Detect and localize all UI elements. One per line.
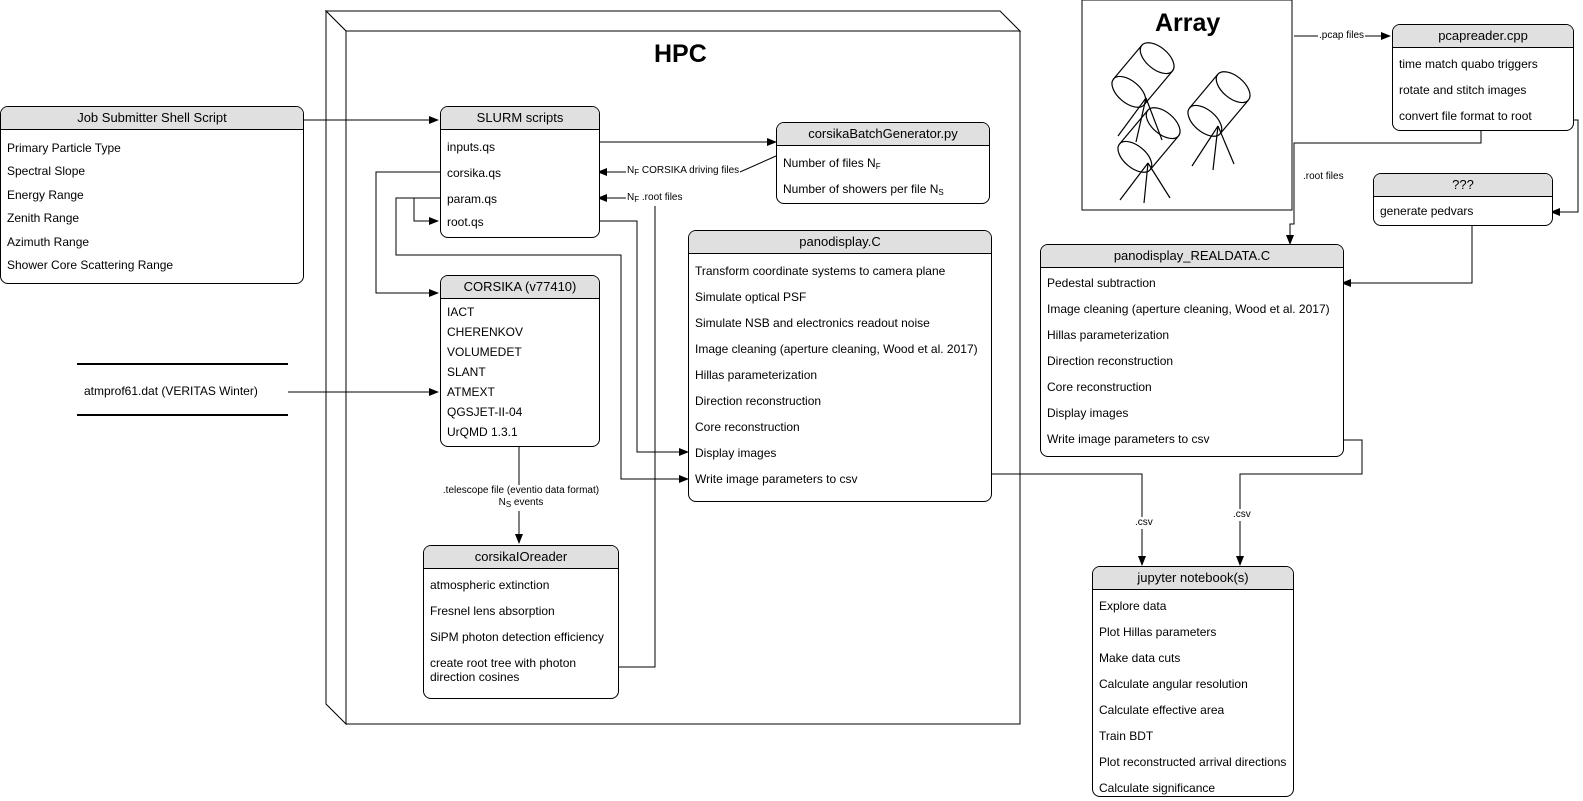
corsika-box[interactable]: CORSIKA (v77410) IACT CHERENKOV VOLUMEDE… — [440, 275, 600, 447]
job-submitter-item: Zenith Range — [7, 211, 80, 225]
edge-pcap-to-realdata — [1286, 129, 1482, 245]
jupyter-item: Calculate effective area — [1099, 703, 1225, 717]
panodisplay-item: Simulate optical PSF — [695, 290, 807, 304]
panodisplay-item: Simulate NSB and electronics readout noi… — [695, 316, 930, 330]
pcapreader-item: convert file format to root — [1399, 109, 1532, 123]
realdata-item: Write image parameters to csv — [1047, 432, 1210, 446]
slurm-title: SLURM scripts — [441, 107, 599, 130]
edge-realdata-to-jupyter — [1236, 439, 1363, 566]
realdata-title: panodisplay_REALDATA.C — [1041, 245, 1343, 268]
pcapreader-box[interactable]: pcapreader.cpp time match quabo triggers… — [1392, 24, 1574, 131]
corsika-item: UrQMD 1.3.1 — [447, 425, 518, 439]
job-submitter-item: Shower Core Scattering Range — [7, 258, 174, 272]
io-reader-item: Fresnel lens absorption — [430, 604, 555, 618]
job-submitter-box[interactable]: Job Submitter Shell Script Primary Parti… — [0, 106, 304, 284]
panodisplay-box[interactable]: panodisplay.C Transform coordinate syste… — [688, 230, 992, 502]
pcapreader-title: pcapreader.cpp — [1393, 25, 1573, 48]
realdata-item: Hillas parameterization — [1047, 328, 1170, 342]
edge-unknown-to-realdata — [1341, 224, 1473, 287]
edge-label-pcap-files: .pcap files — [1318, 30, 1366, 42]
panodisplay-item: Image cleaning (aperture cleaning, Wood … — [695, 342, 978, 356]
io-reader-item: atmospheric extinction — [430, 578, 550, 592]
telescope-icon — [1111, 42, 1175, 143]
panodisplay-title: panodisplay.C — [689, 231, 991, 254]
corsika-item: IACT — [447, 305, 475, 319]
panodisplay-item: Write image parameters to csv — [695, 472, 858, 486]
jupyter-item: Plot Hillas parameters — [1099, 625, 1217, 639]
edge-label-telescope-line2: NS events — [498, 497, 544, 509]
edge-label-telescope: .telescope file (eventio data format) NS… — [436, 485, 606, 511]
edge-paramqs-to-write-csv — [395, 197, 689, 483]
panodisplay-item: Direction reconstruction — [695, 394, 822, 408]
jupyter-item: Train BDT — [1099, 729, 1154, 743]
batch-generator-item: Number of files NF — [783, 156, 881, 171]
job-submitter-item: Azimuth Range — [7, 235, 90, 249]
slurm-item-inputs: inputs.qs — [447, 140, 496, 154]
realdata-item: Image cleaning (aperture cleaning, Wood … — [1047, 302, 1330, 316]
edge-label-corsika-driving: NF CORSIKA driving files — [626, 165, 741, 179]
edge-panodisplay-to-jupyter — [990, 473, 1146, 566]
pcapreader-item: rotate and stitch images — [1399, 83, 1527, 97]
edge-corsikaqs-to-corsika — [375, 171, 440, 297]
job-submitter-item: Spectral Slope — [7, 164, 86, 178]
slurm-item-param: param.qs — [447, 192, 498, 206]
jupyter-item: Plot reconstructed arrival directions — [1099, 755, 1287, 769]
edge-label-telescope-line1: .telescope file (eventio data format) — [442, 485, 600, 496]
telescope-icon — [1187, 71, 1251, 171]
slurm-item-corsika: corsika.qs — [447, 166, 502, 180]
corsika-item: CHERENKOV — [447, 325, 524, 339]
corsika-item: SLANT — [447, 365, 486, 379]
edge-pcap-to-unknown — [1550, 119, 1579, 216]
jupyter-item: Explore data — [1099, 599, 1167, 613]
corsika-item: QGSJET-II-04 — [447, 405, 523, 419]
io-reader-item: create root tree with photon direction c… — [430, 656, 577, 684]
unknown-pedvars-box[interactable]: ??? generate pedvars — [1373, 173, 1553, 226]
panodisplay-item: Display images — [695, 446, 777, 460]
job-submitter-title: Job Submitter Shell Script — [1, 107, 303, 130]
job-submitter-item: Energy Range — [7, 188, 84, 202]
job-submitter-item: Primary Particle Type — [7, 141, 121, 155]
jupyter-notebook-box[interactable]: jupyter notebook(s) Explore data Plot Hi… — [1092, 566, 1294, 797]
corsika-item: VOLUMEDET — [447, 345, 522, 359]
io-reader-item: SiPM photon detection efficiency — [430, 630, 604, 644]
atm-file-label: atmprof61.dat (VERITAS Winter) — [84, 384, 258, 398]
array-title: Array — [1155, 9, 1221, 37]
jupyter-item: Make data cuts — [1099, 651, 1181, 665]
telescope-icon — [1117, 107, 1181, 204]
jupyter-item: Calculate angular resolution — [1099, 677, 1248, 691]
edge-label-csv-right: .csv — [1232, 509, 1252, 521]
corsika-title: CORSIKA (v77410) — [441, 276, 599, 299]
realdata-item: Direction reconstruction — [1047, 354, 1174, 368]
edge-label-root-files: .root files — [1302, 171, 1345, 183]
edge-label-root-files-n: NF .root files — [626, 192, 684, 206]
unknown-box-item: generate pedvars — [1380, 204, 1474, 218]
unknown-box-title: ??? — [1374, 174, 1552, 197]
jupyter-item: Calculate significance — [1099, 781, 1216, 795]
edge-label-csv-left: .csv — [1134, 517, 1154, 529]
jupyter-title: jupyter notebook(s) — [1093, 567, 1293, 590]
panodisplay-item: Hillas parameterization — [695, 368, 818, 382]
batch-generator-item: Number of showers per file NS — [783, 182, 944, 197]
panodisplay-item: Core reconstruction — [695, 420, 800, 434]
batch-generator-title: corsikaBatchGenerator.py — [777, 123, 989, 146]
io-reader-title: corsikaIOreader — [424, 546, 618, 569]
realdata-item: Pedestal subtraction — [1047, 276, 1156, 290]
panodisplay-realdata-box[interactable]: panodisplay_REALDATA.C Pedestal subtract… — [1040, 244, 1344, 457]
slurm-scripts-box[interactable]: SLURM scripts inputs.qs corsika.qs param… — [440, 106, 600, 238]
batch-generator-box[interactable]: corsikaBatchGenerator.py Number of files… — [776, 122, 990, 204]
corsika-io-reader-box[interactable]: corsikaIOreader atmospheric extinction F… — [423, 545, 619, 699]
hpc-title: HPC — [654, 40, 707, 68]
realdata-item: Display images — [1047, 406, 1129, 420]
realdata-item: Core reconstruction — [1047, 380, 1152, 394]
slurm-item-root: root.qs — [447, 215, 484, 229]
pcapreader-item: time match quabo triggers — [1399, 57, 1538, 71]
panodisplay-item: Transform coordinate systems to camera p… — [695, 264, 946, 278]
edge-rootqs-to-display — [598, 220, 689, 456]
array-container — [1081, 0, 1293, 211]
corsika-item: ATMEXT — [447, 385, 495, 399]
